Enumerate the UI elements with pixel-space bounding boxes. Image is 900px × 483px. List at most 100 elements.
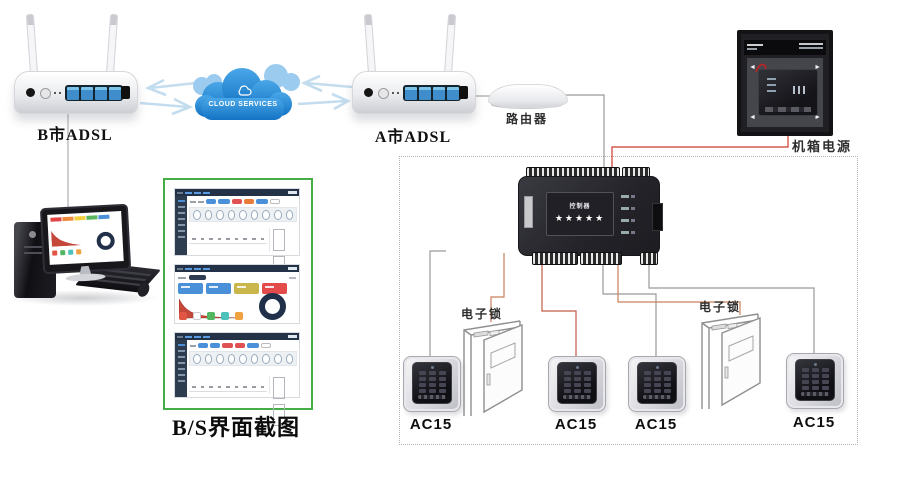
access-controller: 控制器 ★★★★★	[518, 166, 663, 265]
arrow-left-icon: ◄	[749, 114, 756, 121]
pc-screen	[47, 211, 124, 265]
psu-unit	[758, 69, 818, 116]
keypad-icon	[557, 362, 597, 404]
cloud-glyph-icon	[238, 85, 252, 96]
status-led-icon	[621, 219, 635, 222]
controller-stars: ★★★★★	[554, 213, 606, 223]
reset-jack-icon	[40, 88, 51, 99]
wan-port-icon	[459, 86, 468, 99]
reader-ac15-1	[403, 356, 461, 412]
antenna-icon	[363, 13, 377, 77]
reader-ac15-4	[786, 353, 844, 409]
arrow-left-icon	[144, 78, 197, 97]
management-pc	[6, 203, 176, 308]
reader-2-label: AC15	[554, 416, 598, 433]
door-2	[690, 291, 776, 411]
ui-sidebar	[175, 340, 187, 397]
ui-stat-cards	[175, 281, 299, 294]
keypad-icon	[637, 362, 677, 404]
wire-power-controller	[611, 136, 789, 170]
door-handle-icon	[486, 373, 491, 386]
ui-table-header	[189, 382, 267, 392]
adsl-a-label: A市ADSL	[374, 129, 452, 146]
ui-screenshot-1	[174, 188, 300, 278]
reader-3-label: AC15	[634, 416, 678, 433]
door-leaf	[721, 316, 761, 407]
door-closer-icon	[473, 330, 489, 338]
mini-donut-icon	[96, 231, 116, 251]
bs-screenshots-panel	[163, 178, 313, 426]
led-dots-icon	[392, 92, 400, 94]
ui-table-header	[189, 234, 267, 244]
barcode-sticker-icon	[524, 196, 533, 228]
ui-avatar-row	[189, 207, 297, 222]
terminal-strip-icon	[532, 252, 578, 265]
wire-lock1	[490, 253, 505, 322]
bs-caption: B/S界面截图	[171, 415, 301, 440]
adsl-modem-a	[348, 13, 478, 114]
keypad-icon	[412, 362, 452, 404]
ui-toolbar	[187, 340, 299, 349]
ui-sidebar	[175, 196, 187, 255]
antenna-icon	[25, 13, 39, 77]
controller-body: 控制器 ★★★★★	[518, 176, 663, 256]
ui-screenshot-2	[174, 264, 300, 324]
reset-jack-icon	[378, 88, 389, 99]
ui-topbar	[175, 265, 299, 272]
modem-body	[14, 71, 138, 114]
side-connector-icon	[652, 203, 663, 231]
ui-side-panel	[269, 228, 297, 278]
ui-topbar	[175, 189, 299, 196]
arrow-left-icon: ◄	[749, 64, 756, 71]
wire-lock2	[617, 253, 741, 315]
antenna-icon	[105, 13, 119, 77]
ui-donut-chart-icon	[259, 293, 286, 320]
power-supply-label: 机箱电源	[792, 139, 853, 154]
ui-shortcut-icons	[179, 312, 243, 320]
door-window-icon	[490, 342, 516, 369]
status-led-icon	[621, 231, 635, 234]
router-device	[488, 84, 568, 112]
reader-ac15-3	[628, 356, 686, 412]
wire-router-controller	[562, 94, 605, 170]
ui-side-panel	[269, 376, 297, 426]
controller-label: 控制器	[569, 204, 591, 210]
pc-monitor	[39, 203, 132, 292]
wan-port-icon	[121, 86, 130, 99]
psu-indicators-icon	[793, 86, 807, 94]
modem-body	[352, 71, 476, 114]
power-jack-icon	[364, 88, 373, 97]
adsl-b-label: B市ADSL	[37, 127, 113, 144]
lan-ports	[403, 85, 461, 101]
lock-1-label: 电子锁	[461, 307, 504, 321]
psu-panel: ◄ ► ◄ ►	[747, 58, 823, 127]
door-leaf	[483, 323, 523, 414]
lock-2-label: 电子锁	[699, 300, 742, 314]
power-jack-icon	[26, 88, 35, 97]
antenna-icon	[443, 13, 457, 77]
reader-4-label: AC15	[792, 414, 836, 431]
controller-plate: 控制器 ★★★★★	[546, 192, 614, 236]
led-dots-icon	[54, 92, 62, 94]
wire-reader3	[602, 253, 657, 357]
arrow-right-icon	[297, 92, 351, 111]
ui-avatar-row	[189, 351, 297, 366]
arrow-right-icon	[139, 97, 194, 116]
arrow-left-icon	[300, 74, 353, 93]
arrow-right-icon: ►	[814, 114, 821, 121]
cloud-label: CLOUD SERVICES	[208, 101, 277, 108]
router-label: 路由器	[505, 112, 548, 126]
power-supply-box: ◄ ► ◄ ►	[737, 30, 833, 136]
arrow-right-icon: ►	[814, 64, 821, 71]
door-window-icon	[728, 335, 754, 362]
status-led-icon	[621, 207, 635, 210]
reader-1-label: AC15	[409, 416, 453, 433]
wire-reader4	[648, 253, 815, 354]
ui-toolbar	[187, 196, 299, 205]
ui-screenshot-3	[174, 332, 300, 426]
psu-top-band	[744, 40, 826, 55]
terminal-strip-icon	[640, 252, 658, 265]
reader-ac15-2	[548, 356, 606, 412]
